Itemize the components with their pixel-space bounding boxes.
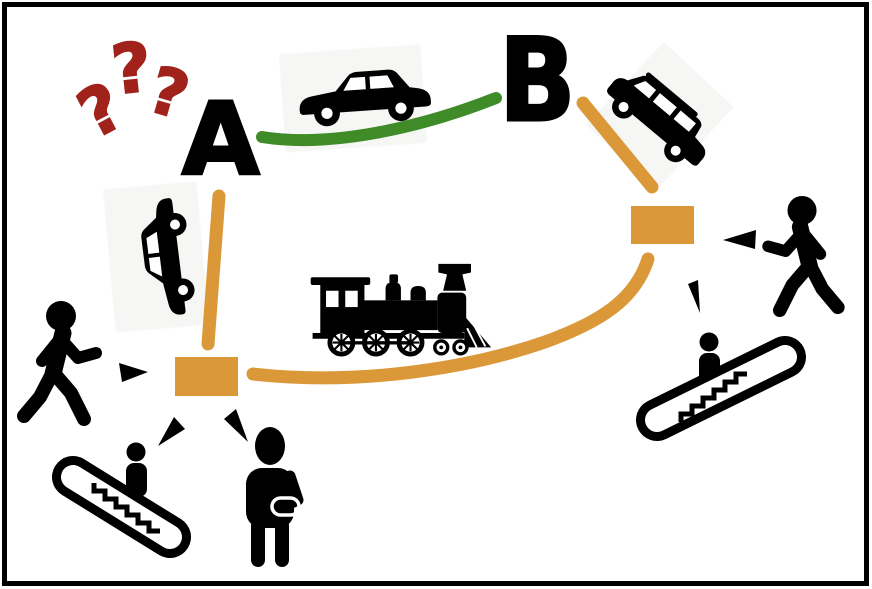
walking-person-icon (762, 195, 845, 318)
point-b-label: B (498, 14, 577, 147)
rotated-car-icon (141, 198, 195, 315)
arrow-walker-to-hub-a (119, 363, 148, 382)
walking-person-icon (17, 301, 102, 426)
suv-car-icon (607, 72, 706, 166)
hub-b-rect (631, 206, 694, 244)
arrow-hub-a-to-escalator (158, 417, 185, 446)
point-a-label: A (180, 81, 260, 198)
sedan-car-icon (299, 69, 431, 127)
car-route-a-b-path (256, 92, 502, 147)
steam-train-icon (310, 263, 492, 357)
handheld-device-icon (270, 496, 301, 517)
escalator-icon (52, 442, 191, 558)
hub-a-link-path (201, 189, 226, 351)
escalator-icon (636, 332, 806, 441)
arrow-walker-to-hub-b (723, 230, 756, 249)
arrow-hub-a-to-person (224, 409, 248, 442)
hub-a-rect (175, 357, 238, 396)
person-holding-phone-icon (246, 427, 304, 567)
hub-b-link-path (576, 96, 659, 194)
arrow-hub-b-to-escalator (688, 280, 700, 313)
train-wheels (327, 328, 469, 357)
train-route-a-b-path (246, 252, 655, 385)
